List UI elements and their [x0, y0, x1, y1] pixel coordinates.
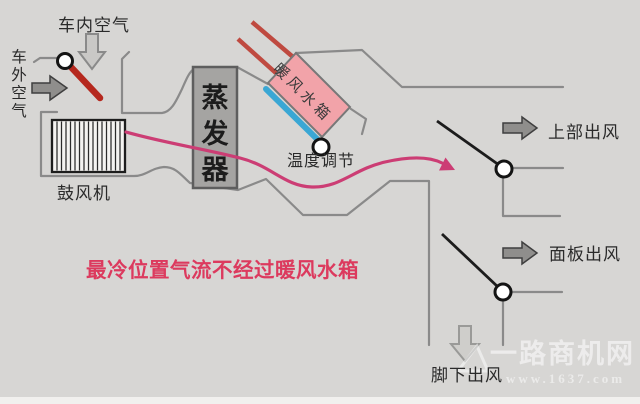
outside-air-label: 车 外 空 气	[11, 49, 27, 120]
evaporator-box	[191, 65, 239, 190]
recirc-flap-unit	[56, 52, 104, 102]
temperature-control-label: 温度调节	[287, 153, 356, 170]
upper-mode-flap-pivot	[494, 159, 514, 179]
blend-door-icon	[263, 86, 320, 142]
foot-outlet-label: 脚下出风	[431, 366, 503, 385]
inlet-bracket-left	[32, 56, 60, 64]
upper-mode-flap-icon	[436, 119, 500, 167]
heater-pipe-2	[236, 37, 279, 76]
lower-mode-flap-icon	[441, 232, 499, 289]
outside-air-arrow-icon	[31, 74, 69, 102]
upper-outlet-label: 上部出风	[548, 123, 620, 142]
bottom-border-strip	[0, 397, 640, 404]
duct-housing-outline	[32, 48, 565, 347]
wall-evaporator-to-heater	[235, 65, 270, 86]
upper-duct-wall	[294, 48, 565, 89]
blend-door-pivot	[311, 137, 331, 157]
mode-flaps	[436, 119, 514, 302]
airflow-arrowhead	[439, 157, 455, 171]
cabin-air-label: 车内空气	[58, 16, 130, 35]
coldest-position-note: 最冷位置气流不经过暖风水箱	[86, 260, 359, 282]
blower-label: 鼓风机	[57, 184, 111, 203]
watermark-site-name: 一路商机网	[490, 339, 635, 369]
panel-outlet-label: 面板出风	[549, 245, 621, 264]
watermark-logo-icon	[454, 343, 491, 373]
panel-outlet-arrow-icon	[502, 240, 539, 266]
recirc-flap-icon	[66, 62, 104, 102]
heater-outlet-stub	[349, 107, 368, 136]
upper-outlet-arrow-icon	[502, 115, 539, 141]
recirc-flap-pivot	[56, 52, 74, 70]
cabin-air-arrow-icon	[76, 33, 108, 71]
blower-unit	[50, 118, 127, 174]
foot-outlet-arrow-icon	[448, 325, 482, 363]
lower-mode-flap-pivot	[493, 282, 513, 302]
outlet-divider-wall	[501, 174, 562, 218]
evaporator-label: 蒸 发 器	[201, 83, 229, 185]
heater-core-unit	[236, 20, 352, 157]
watermark-url: www.1637.com	[506, 371, 626, 386]
airflow-curve	[124, 130, 444, 189]
blower-fins	[56, 121, 121, 171]
airflow-arrow-icon	[124, 130, 455, 189]
inlet-wall-right	[120, 50, 196, 115]
heater-core-box	[266, 51, 352, 139]
lower-duct-wall	[39, 110, 431, 347]
heater-pipe-1	[250, 20, 295, 59]
